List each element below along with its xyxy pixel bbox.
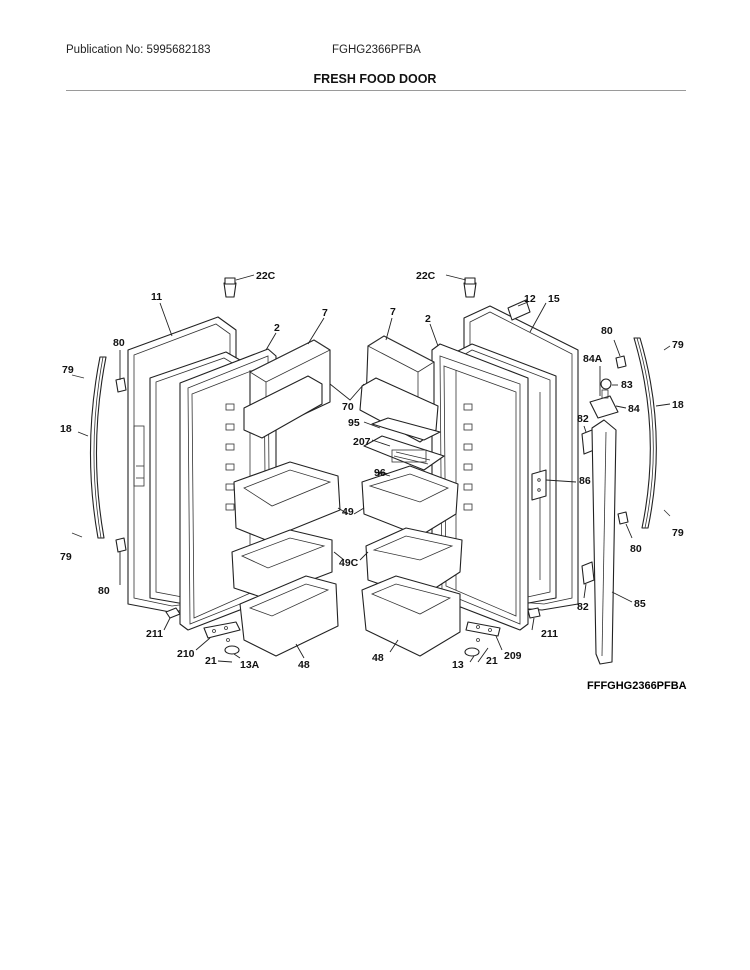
callout-21-right: 21 [486, 655, 498, 667]
left-handle-mount-bottom [71, 532, 127, 553]
callout-84a: 84A [583, 353, 603, 365]
callout-13: 13 [452, 659, 464, 671]
right-mid-bin-49 [361, 465, 459, 537]
callout-15: 15 [548, 293, 560, 305]
callout-79-bottom-right: 79 [672, 527, 684, 539]
header-divider [66, 90, 686, 91]
left-handle-18 [89, 356, 107, 539]
callout-84: 84 [628, 403, 640, 415]
page-title: FRESH FOOD DOOR [313, 72, 437, 86]
callout-96: 96 [374, 467, 386, 479]
callout-80-top-left: 80 [113, 337, 125, 349]
left-handle-mount-top [71, 374, 127, 393]
left-door-cap-22c [223, 277, 237, 298]
callout-48-right: 48 [372, 652, 384, 664]
callout-211-right: 211 [541, 628, 558, 640]
callout-11: 11 [151, 291, 162, 303]
mullion-85 [591, 419, 617, 665]
hinge-cover-82-bottom [581, 561, 595, 585]
model-number: FGHG2366PFBA [332, 44, 421, 56]
callout-80-top-right: 80 [601, 325, 613, 337]
right-shelf-95 [371, 417, 441, 441]
callout-79-bottom-left: 79 [60, 551, 72, 563]
callout-79-top-right: 79 [672, 339, 684, 351]
callout-82-bottom: 82 [577, 601, 589, 613]
left-hinge-210 [203, 621, 241, 639]
callout-83: 83 [621, 379, 633, 391]
right-cam-13 [464, 638, 480, 657]
hinge-pin-83 [600, 378, 612, 390]
right-hinge-209 [465, 621, 501, 637]
left-bushing-211 [165, 607, 181, 619]
callout-7-right: 7 [390, 306, 396, 318]
callout-21-left: 21 [205, 655, 217, 667]
right-bushing-211 [527, 607, 541, 619]
callout-49: 49 [342, 506, 354, 518]
hinge-bracket-84 [589, 389, 619, 419]
callout-70: 70 [342, 401, 354, 413]
right-upper-bin-7 [359, 335, 439, 443]
right-crisper-lid-207 [363, 435, 445, 471]
drawing-code: FFFGHG2366PFBA [587, 680, 687, 692]
callout-211-left: 211 [146, 628, 163, 640]
callout-48-left: 48 [298, 659, 310, 671]
callout-79-top-left: 79 [62, 364, 74, 376]
callout-12: 12 [524, 293, 536, 305]
callout-7-left: 7 [322, 307, 328, 319]
callout-86: 86 [579, 475, 591, 487]
left-upper-bin-7 [243, 339, 331, 439]
right-handle-mount-bottom [617, 509, 671, 525]
callout-22c-left: 22C [256, 270, 276, 282]
callout-210: 210 [177, 648, 195, 660]
callout-80-bottom-right: 80 [630, 543, 642, 555]
callout-80-bottom-left: 80 [98, 585, 110, 597]
publication-number: Publication No: 5995682183 [66, 44, 211, 56]
left-mid-bin-49 [233, 461, 341, 541]
callout-18-left: 18 [60, 423, 72, 435]
callout-49c: 49C [339, 557, 359, 569]
right-handle-18 [633, 337, 657, 529]
callout-18-right: 18 [672, 399, 684, 411]
callout-95: 95 [348, 417, 360, 429]
callout-2-right: 2 [425, 313, 431, 325]
left-cam-13a [224, 638, 240, 655]
right-handle-mount-top [615, 345, 671, 369]
right-door-cap-22c [463, 277, 477, 298]
callout-82-top: 82 [577, 413, 589, 425]
callout-209: 209 [504, 650, 522, 662]
callout-22c-right: 22C [416, 270, 436, 282]
leader-lines [77, 274, 671, 663]
rating-label-12 [507, 299, 531, 321]
callout-207: 207 [353, 436, 371, 448]
dispenser-cover-86 [531, 469, 547, 501]
callout-13a: 13A [240, 659, 260, 671]
callout-85: 85 [634, 598, 646, 610]
left-lower-bin-48 [239, 575, 339, 657]
callout-2-left: 2 [274, 322, 280, 334]
right-lower-bin-48 [361, 575, 461, 657]
